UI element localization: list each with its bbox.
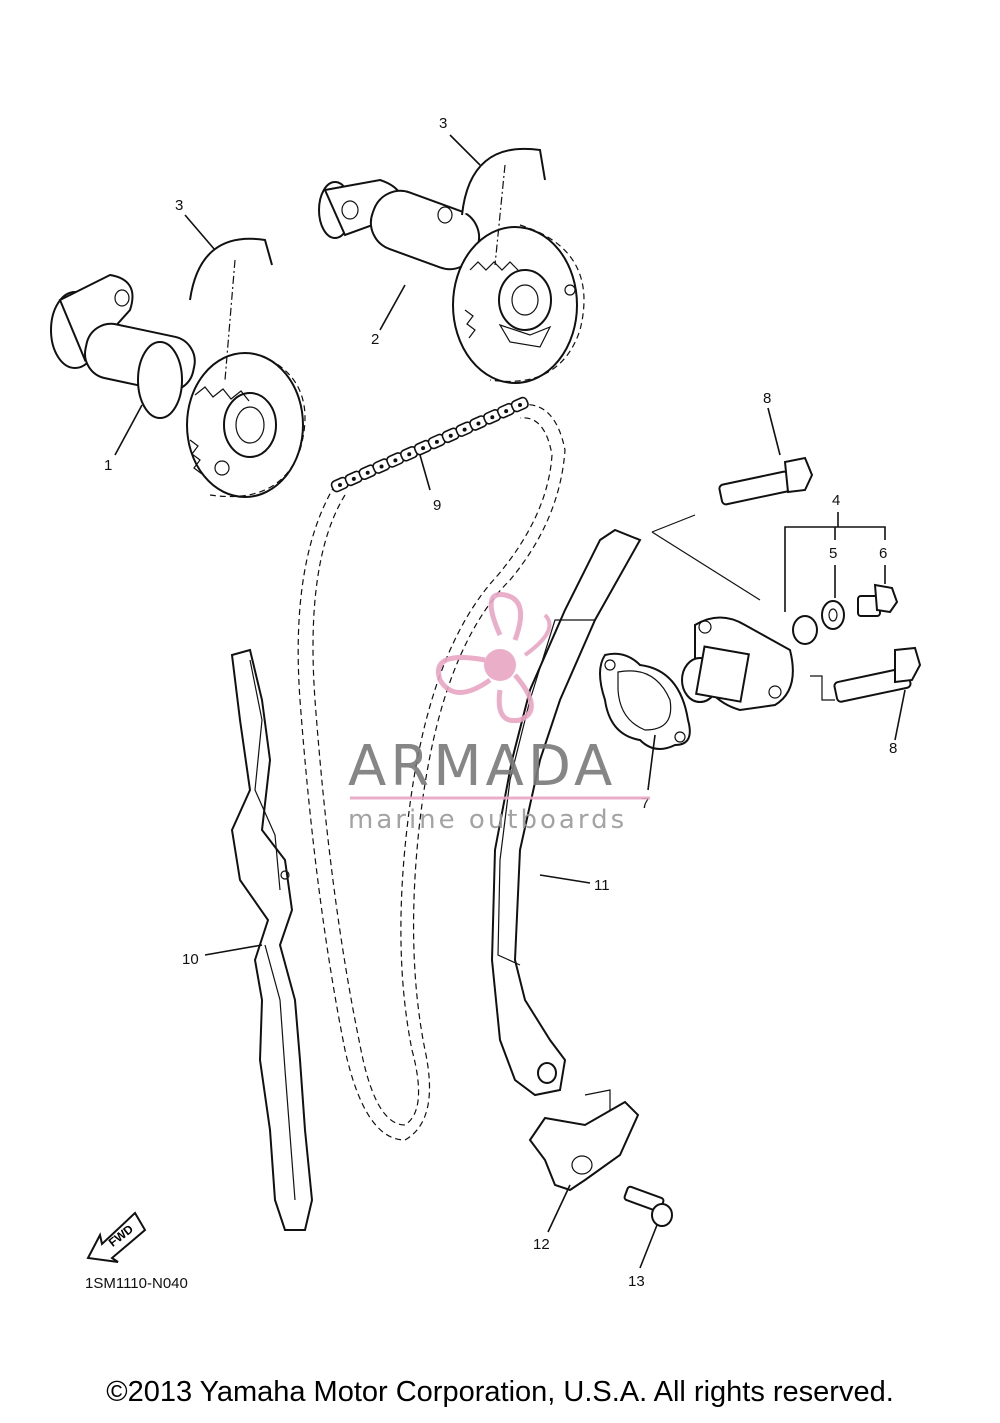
armada-watermark: ARMADA marine outboards <box>348 592 650 835</box>
camshaft-2 <box>318 178 585 384</box>
callout-11: 11 <box>594 877 610 894</box>
stopper-guide-12 <box>528 1089 640 1192</box>
chain-pin <box>379 464 384 469</box>
tensioner-arm-11 <box>490 528 642 1097</box>
watermark-tagline: marine outboards <box>348 805 627 835</box>
callout-1: 1 <box>104 457 112 474</box>
washer-5 <box>821 600 845 630</box>
callout-8-upper: 8 <box>763 390 771 407</box>
armada-logo-icon <box>436 592 552 724</box>
callout-7: 7 <box>641 795 649 812</box>
callout-6: 6 <box>879 545 887 562</box>
callout-9: 9 <box>433 497 441 514</box>
chain-pin <box>393 458 398 463</box>
chain-pin <box>504 409 509 414</box>
leader-lines <box>114 134 906 1269</box>
chain-pin <box>490 415 495 420</box>
chain-pin <box>338 483 342 487</box>
camshaft-1 <box>50 273 306 498</box>
callout-13: 13 <box>628 1273 645 1290</box>
chain-pin <box>351 476 356 481</box>
chain-pin <box>518 403 522 407</box>
chain-pin <box>421 446 426 451</box>
callout-4: 4 <box>832 492 840 509</box>
callout-12: 12 <box>533 1236 550 1253</box>
timing-chain-9 <box>297 396 566 1141</box>
clip-3-left <box>189 237 273 381</box>
chain-guide-10 <box>230 648 314 1231</box>
bolt-8-lower <box>833 646 922 703</box>
chain-pin <box>434 439 439 444</box>
gasket-7 <box>599 652 691 750</box>
fwd-arrow-icon: FWD <box>86 1211 147 1263</box>
drawing-code: 1SM1110-N040 <box>85 1275 188 1292</box>
callout-10: 10 <box>182 951 199 968</box>
chain-pin <box>365 470 370 475</box>
chain-pin <box>448 433 453 438</box>
tensioner-assembly-4 <box>681 615 818 712</box>
callout-5: 5 <box>829 545 837 562</box>
bolt-6 <box>857 583 899 617</box>
watermark-brand: ARMADA <box>348 734 616 799</box>
callout-3-left: 3 <box>175 197 183 214</box>
bolt-8-upper <box>718 456 814 506</box>
chain-pin <box>476 421 481 426</box>
copyright-footer: ©2013 Yamaha Motor Corporation, U.S.A. A… <box>106 1376 894 1408</box>
callout-8-lower: 8 <box>889 740 897 757</box>
callout-2: 2 <box>371 331 379 348</box>
chain-pin <box>462 427 467 432</box>
clip-3-right <box>461 147 546 266</box>
callout-labels: 1 2 3 3 4 5 6 7 8 8 9 10 11 12 13 <box>104 115 897 1290</box>
callout-3-right: 3 <box>439 115 447 132</box>
chain-pin <box>407 452 412 457</box>
screw-13 <box>623 1185 673 1227</box>
